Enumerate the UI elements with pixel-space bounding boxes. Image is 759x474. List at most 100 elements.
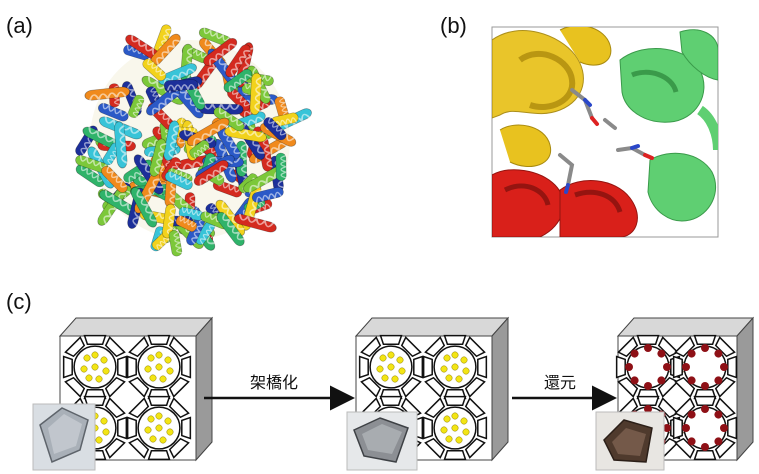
protein-cage-icon	[674, 336, 737, 399]
nanoparticle	[657, 376, 666, 385]
metal-ion	[159, 375, 167, 383]
metal-ion	[95, 375, 103, 383]
protein-cage-ribbon-image	[72, 22, 315, 258]
metal-ion	[398, 367, 406, 375]
metal-ion	[451, 351, 459, 359]
step-arrow-crosslink: 架橋化	[204, 373, 355, 411]
metal-ion	[460, 356, 468, 364]
nanoparticle	[701, 382, 709, 390]
metal-ion	[155, 412, 163, 420]
metal-ion	[155, 424, 163, 432]
metal-ion	[451, 424, 459, 432]
metal-ion	[102, 367, 110, 375]
metal-ion	[455, 375, 463, 383]
step-label-crosslink: 架橋化	[250, 373, 298, 392]
metal-ion	[91, 363, 99, 371]
metal-ion	[164, 417, 172, 425]
metal-ion	[451, 363, 459, 371]
step-arrow-reduction: 還元	[512, 373, 617, 411]
metal-ion	[379, 354, 387, 362]
metal-ion	[451, 412, 459, 420]
metal-ion	[166, 367, 174, 375]
metal-ion	[85, 374, 93, 382]
metal-ion	[80, 365, 88, 373]
metal-ion	[83, 354, 91, 362]
nanoparticle	[701, 405, 709, 413]
nanoparticle	[714, 376, 723, 385]
protein-cage-icon	[674, 397, 737, 460]
metal-ion	[462, 367, 470, 375]
panel-label-a: (a)	[6, 13, 33, 38]
metal-ion	[102, 428, 110, 436]
metal-ion	[387, 351, 395, 359]
nanoparticle	[663, 363, 671, 371]
nanoparticle	[687, 437, 696, 446]
protein-cage-icon	[360, 336, 423, 399]
nanoparticle	[720, 363, 728, 371]
metal-ion	[445, 435, 453, 443]
metal-ion	[155, 351, 163, 359]
metal-ion	[445, 374, 453, 382]
nanoparticle	[714, 437, 723, 446]
metal-ion	[149, 374, 157, 382]
metal-ion	[164, 356, 172, 364]
nanoparticle	[663, 424, 671, 432]
nanoparticle	[714, 349, 723, 358]
nanoparticle	[682, 363, 690, 371]
nanoparticle	[657, 349, 666, 358]
metal-ion	[381, 374, 389, 382]
metal-ion	[443, 354, 451, 362]
metal-ion	[144, 426, 152, 434]
nanoparticle	[630, 349, 639, 358]
metal-ion	[95, 436, 103, 444]
nanoparticle	[682, 424, 690, 432]
metal-ion	[376, 365, 384, 373]
panel-label-b: (b)	[440, 13, 467, 38]
nanoparticle	[714, 410, 723, 419]
crystal-photo-crosslinked	[346, 411, 418, 471]
metal-ion	[144, 365, 152, 373]
nanoparticle	[644, 382, 652, 390]
nanoparticle	[687, 349, 696, 358]
green-chain-helix	[619, 29, 718, 222]
crystal-photo-reduced	[595, 411, 665, 471]
nanoparticle	[720, 424, 728, 432]
metal-ion	[155, 363, 163, 371]
metal-ion	[91, 351, 99, 359]
nanoparticle	[644, 344, 652, 352]
nanoparticle	[644, 405, 652, 413]
nanoparticle	[701, 344, 709, 352]
protein-cage-icon	[617, 336, 680, 399]
nanoparticle	[701, 443, 709, 451]
metal-ion	[147, 415, 155, 423]
metal-ion	[396, 356, 404, 364]
crystal-block-crosslinked	[354, 316, 510, 462]
nanoparticle	[630, 376, 639, 385]
protein-cage-icon	[424, 336, 487, 399]
metal-ion	[387, 363, 395, 371]
nanoparticle	[625, 363, 633, 371]
protein-cage-icon	[128, 336, 191, 399]
metal-ion	[440, 365, 448, 373]
red-chain-helix	[492, 169, 638, 237]
nanoparticle	[687, 376, 696, 385]
crystal-photo-initial	[32, 403, 96, 471]
protein-cage-icon	[128, 397, 191, 460]
metal-ion	[460, 417, 468, 425]
metal-ion	[455, 436, 463, 444]
metal-ion	[443, 415, 451, 423]
yellow-chain-helix	[492, 27, 612, 167]
metal-ion	[159, 436, 167, 444]
metal-ion	[440, 426, 448, 434]
metal-ion	[166, 428, 174, 436]
step-label-reduction: 還元	[544, 373, 576, 392]
metal-ion	[100, 417, 108, 425]
metal-ion	[462, 428, 470, 436]
closeup-ribbon-image	[491, 26, 719, 238]
metal-ion	[149, 435, 157, 443]
protein-cage-icon	[424, 397, 487, 460]
metal-ion	[147, 354, 155, 362]
nanoparticle	[687, 410, 696, 419]
metal-ion	[100, 356, 108, 364]
